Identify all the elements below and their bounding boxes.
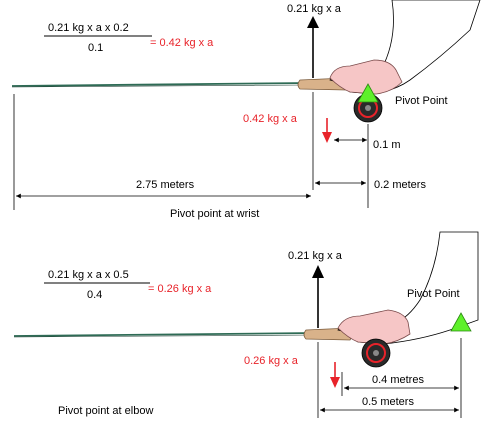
top-hand [329,59,403,95]
bottom-caption: Pivot point at elbow [58,405,153,417]
top-pivot-label: Pivot Point [395,95,448,107]
bottom-rod [13,332,315,337]
top-formula-result: = 0.42 kg x a [150,37,214,49]
top-dim-long-label: 2.75 meters [136,179,195,191]
top-formula-numerator: 0.21 kg x a x 0.2 [48,22,129,34]
top-dim-short-label: 0.1 m [373,139,401,151]
bottom-force-up-arrowhead [312,265,324,278]
bottom-pivot-triangle [450,312,472,332]
top-caption: Pivot point at wrist [170,208,259,220]
top-force-up-label: 0.21 kg x a [287,3,342,15]
bottom-pivot-label: Pivot Point [407,288,460,300]
bottom-dim-short-label: 0.4 metres [372,374,424,386]
bottom-hand [337,309,411,345]
bottom-formula-numerator: 0.21 kg x a x 0.5 [48,269,129,281]
bottom-force-up-label: 0.21 kg x a [288,250,343,262]
bottom-panel: 0.21 kg x a x 0.5 0.4 = 0.26 kg x a 0.21… [13,231,479,418]
bottom-formula-result: = 0.26 kg x a [148,283,212,295]
top-pivot-triangle [357,83,379,103]
bottom-formula-denominator: 0.4 [87,289,102,301]
bottom-dim-long-label: 0.5 meters [362,396,414,408]
top-rod [11,82,309,87]
bottom-force-down-label: 0.26 kg x a [244,355,299,367]
top-panel: 0.21 kg x a x 0.2 0.1 = 0.42 kg x a 0.21… [11,0,481,220]
top-force-down-arrowhead [322,132,332,143]
top-formula-denominator: 0.1 [88,42,103,54]
bottom-force-down-arrowhead [330,377,340,388]
top-force-down-label: 0.42 kg x a [243,113,298,125]
top-dim-pivot-label: 0.2 meters [374,179,426,191]
top-force-up-arrowhead [307,16,319,28]
